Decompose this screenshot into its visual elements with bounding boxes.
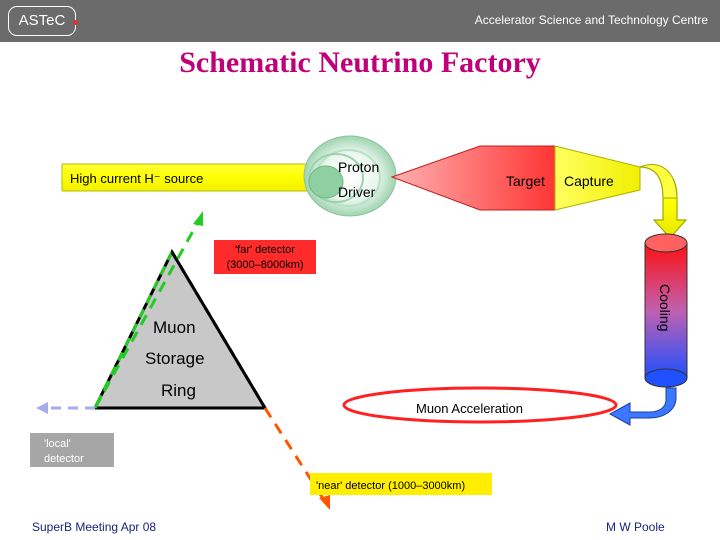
muon-acceleration-label: Muon Acceleration	[416, 401, 523, 416]
source-label: High current H⁻ source	[70, 171, 203, 186]
local-detector-box	[30, 433, 114, 467]
footer-meeting: SuperB Meeting Apr 08	[32, 520, 157, 534]
near-detector-box	[310, 473, 492, 495]
muon-acceleration-ring	[342, 386, 618, 424]
capture-block	[554, 145, 641, 211]
far-detector-label-line1: 'far' detector	[235, 244, 295, 256]
slide-title: Schematic Neutrino Factory	[179, 46, 541, 79]
far-detector-box	[214, 240, 316, 274]
proton-driver-label-line1: Proton	[338, 159, 379, 175]
cooling-channel: Cooling	[644, 233, 688, 388]
target-label: Target	[506, 173, 545, 189]
organisation-name: Accelerator Science and Technology Centr…	[474, 13, 708, 27]
storage-ring-label-line3: Ring	[161, 381, 196, 400]
local-detector-label-line1: 'local'	[44, 438, 71, 450]
logo-dot-icon	[73, 20, 78, 25]
local-beam-arrowhead-icon	[36, 402, 48, 414]
header-bar: ASTeC Accelerator Science and Technology…	[0, 0, 720, 42]
near-beam-arrowhead-icon	[319, 495, 330, 510]
storage-ring-label-line1: Muon	[153, 318, 196, 337]
far-beam-arrowhead-icon	[193, 211, 203, 226]
far-detector-label-line2: (3000–8000km)	[226, 259, 303, 271]
storage-ring-label-line2: Storage	[145, 349, 205, 368]
near-detector-label: 'near' detector (1000–3000km)	[316, 480, 465, 492]
local-detector-label-line2: detector	[44, 453, 84, 465]
cooling-label: Cooling	[657, 284, 673, 331]
logo-text: ASTeC	[18, 12, 66, 29]
cooling-to-acceleration-arrow	[608, 387, 677, 426]
proton-driver-label-line2: Driver	[338, 184, 376, 200]
footer-author: M W Poole	[606, 520, 665, 534]
proton-driver: Proton Driver	[303, 135, 397, 217]
far-detector-beam	[93, 221, 200, 409]
capture-label: Capture	[564, 173, 614, 189]
